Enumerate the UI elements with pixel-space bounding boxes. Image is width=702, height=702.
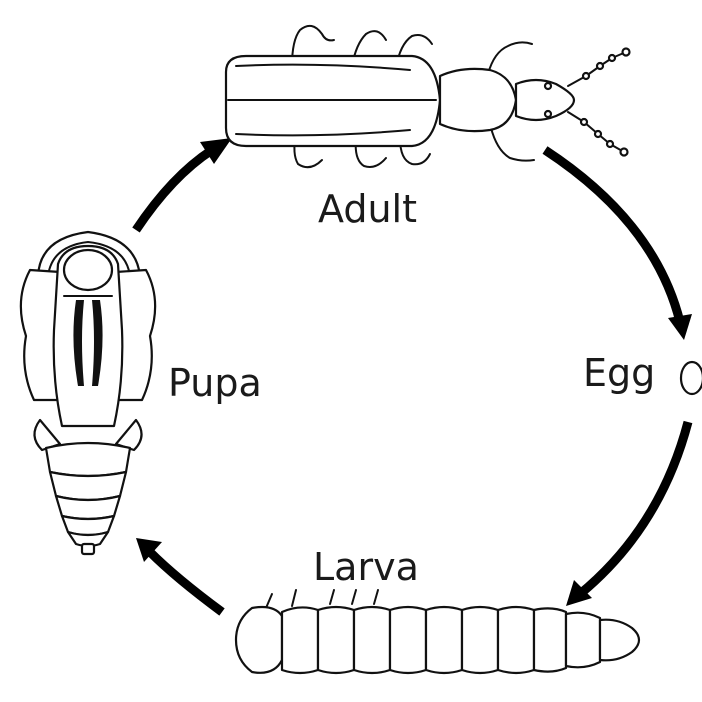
egg-icon [681,362,702,394]
stage-label-larva: Larva [313,548,419,586]
stage-label-egg: Egg [583,354,655,392]
stage-label-adult: Adult [318,190,417,228]
arrow-egg-to-larva [566,422,688,606]
larva-icon [236,590,639,673]
arrow-adult-to-egg [545,150,692,340]
pupa-icon [21,232,155,554]
stage-label-pupa: Pupa [168,364,262,402]
arrow-pupa-to-adult [136,138,232,230]
arrow-larva-to-pupa [136,538,222,612]
beetle-adult-icon [226,26,630,167]
